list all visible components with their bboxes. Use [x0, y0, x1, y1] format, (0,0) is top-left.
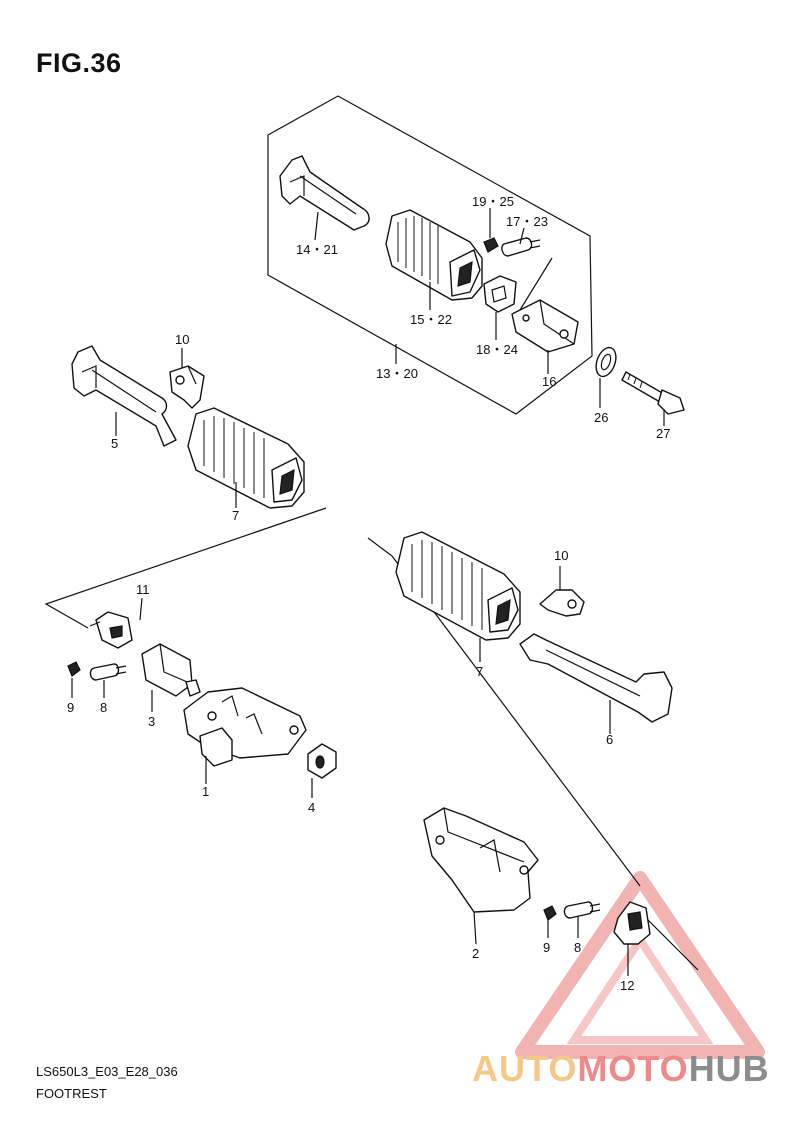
part-18-24: [483, 275, 517, 313]
part-5: [71, 345, 177, 447]
part-7-left: [187, 407, 305, 509]
callout-6: 6: [606, 732, 613, 747]
part-1: [183, 687, 307, 767]
part-17-23: [501, 237, 541, 257]
callout-labels: 14・21 19・25 17・23 15・22 18・24 16 13・20 2…: [67, 194, 670, 993]
callout-7-left: 7: [232, 508, 239, 523]
leader-lines: [71, 208, 665, 976]
callout-15-22: 15・22: [410, 312, 452, 327]
callout-14-21: 14・21: [296, 242, 338, 257]
callout-18-24: 18・24: [476, 342, 518, 357]
part-2: [423, 807, 539, 913]
part-19-25: [483, 237, 499, 253]
callout-27: 27: [656, 426, 670, 441]
watermark-part-moto: MOTO: [577, 1048, 689, 1089]
watermark-logo: [515, 871, 765, 1059]
callout-9-right: 9: [543, 940, 550, 955]
callout-5: 5: [111, 436, 118, 451]
callout-10-right: 10: [554, 548, 568, 563]
part-6: [519, 633, 673, 723]
watermark-text: AUTOMOTOHUB: [472, 1048, 770, 1090]
part-9-right: [543, 905, 557, 921]
part-27: [621, 371, 685, 415]
part-7-right: [395, 531, 521, 641]
callout-8-left: 8: [100, 700, 107, 715]
assembly-13-20-box: [267, 95, 593, 415]
part-3: [141, 643, 201, 697]
assembly-lines-left: [44, 507, 327, 629]
callout-9-left: 9: [67, 700, 74, 715]
part-10-right: [539, 589, 585, 617]
part-4: [307, 743, 337, 779]
callout-19-25: 19・25: [472, 194, 514, 209]
callout-1: 1: [202, 784, 209, 799]
drawing-caption: FOOTREST: [36, 1086, 107, 1101]
callout-12: 12: [620, 978, 634, 993]
part-15-22: [385, 209, 483, 301]
part-11: [89, 611, 133, 649]
callout-10-left: 10: [175, 332, 189, 347]
callout-13-20: 13・20: [376, 366, 418, 381]
callout-7-right: 7: [476, 664, 483, 679]
part-9-left: [67, 661, 81, 677]
callout-17-23: 17・23: [506, 214, 548, 229]
part-12: [613, 901, 651, 945]
callout-11: 11: [136, 582, 150, 597]
drawing-code: LS650L3_E03_E28_036: [36, 1064, 178, 1079]
watermark-part-hub: HUB: [688, 1048, 770, 1089]
figure-title: FIG.36: [36, 48, 122, 78]
callout-26: 26: [594, 410, 608, 425]
part-16: [511, 257, 579, 353]
part-10-left: [169, 365, 205, 409]
callout-2: 2: [472, 946, 479, 961]
callout-16: 16: [542, 374, 556, 389]
callout-4: 4: [308, 800, 315, 815]
part-26: [595, 346, 617, 378]
part-8-left: [89, 663, 127, 681]
callout-3: 3: [148, 714, 155, 729]
part-14-21: [279, 155, 370, 231]
part-8-right: [563, 901, 601, 919]
callout-8-right: 8: [574, 940, 581, 955]
watermark-part-auto: AUTO: [472, 1048, 578, 1089]
